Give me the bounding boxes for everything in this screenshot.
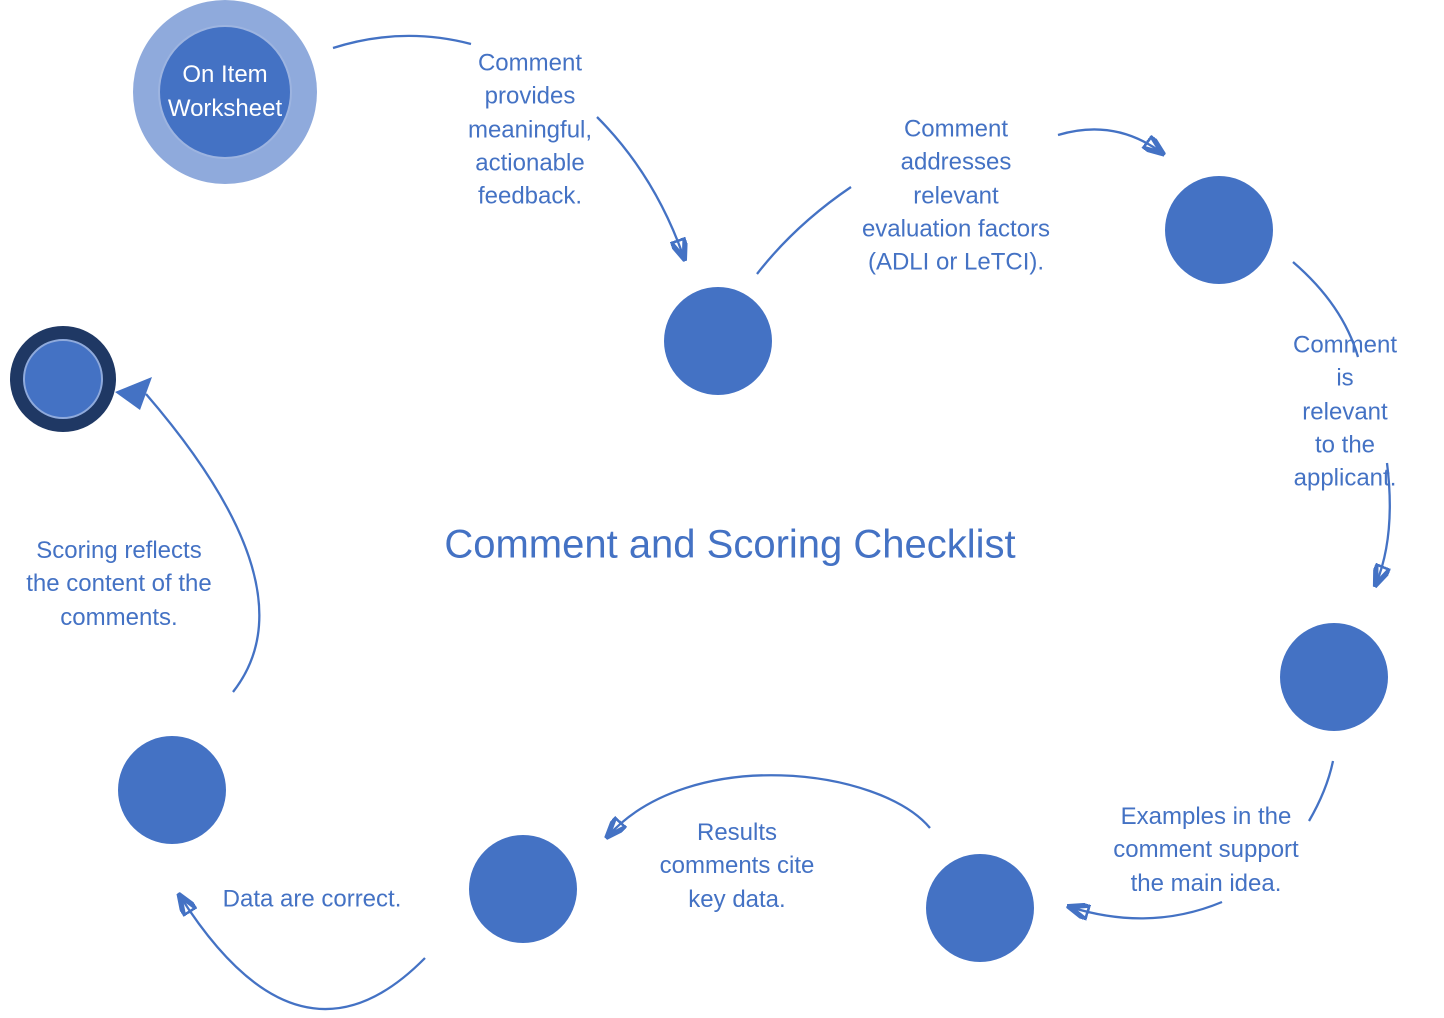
start-node-inner-circle: On Item Worksheet	[158, 25, 292, 159]
step-circle-6	[118, 736, 226, 844]
arrow-examples-label-to-step4	[1070, 900, 1223, 918]
label-meaningful-feedback: Comment provides meaningful, actionable …	[467, 49, 593, 211]
start-node-label: On Item Worksheet	[167, 61, 283, 122]
step-circle-3	[1280, 623, 1388, 731]
label-results-cite-data: Results comments cite key data.	[659, 818, 815, 913]
step-circle-4	[926, 854, 1034, 962]
arrow-step1-to-factors-label	[756, 186, 852, 275]
arrow-factors-label-to-step2	[1057, 128, 1162, 153]
label-relevant-to-applicant: Comment is relevant to the applicant.	[1292, 331, 1398, 493]
arrow-start-to-feedback-label	[332, 34, 472, 50]
arrow-feedback-label-to-step1	[596, 116, 684, 258]
arrow-step3-to-examples-label	[1308, 760, 1335, 822]
end-arrowhead	[115, 377, 152, 410]
step-circle-1	[664, 287, 772, 395]
step-circle-2	[1165, 176, 1273, 284]
label-scoring-reflects: Scoring reflects the content of the comm…	[26, 536, 212, 631]
end-node-inner-circle	[23, 339, 103, 419]
label-data-correct: Data are correct.	[222, 885, 402, 913]
diagram-title: Comment and Scoring Checklist	[444, 522, 1016, 567]
label-examples-support: Examples in the comment support the main…	[1113, 802, 1299, 897]
step-circle-5	[469, 835, 577, 943]
start-node: On Item Worksheet	[133, 0, 317, 184]
end-node	[10, 326, 116, 432]
label-evaluation-factors: Comment addresses relevant evaluation fa…	[861, 115, 1051, 277]
